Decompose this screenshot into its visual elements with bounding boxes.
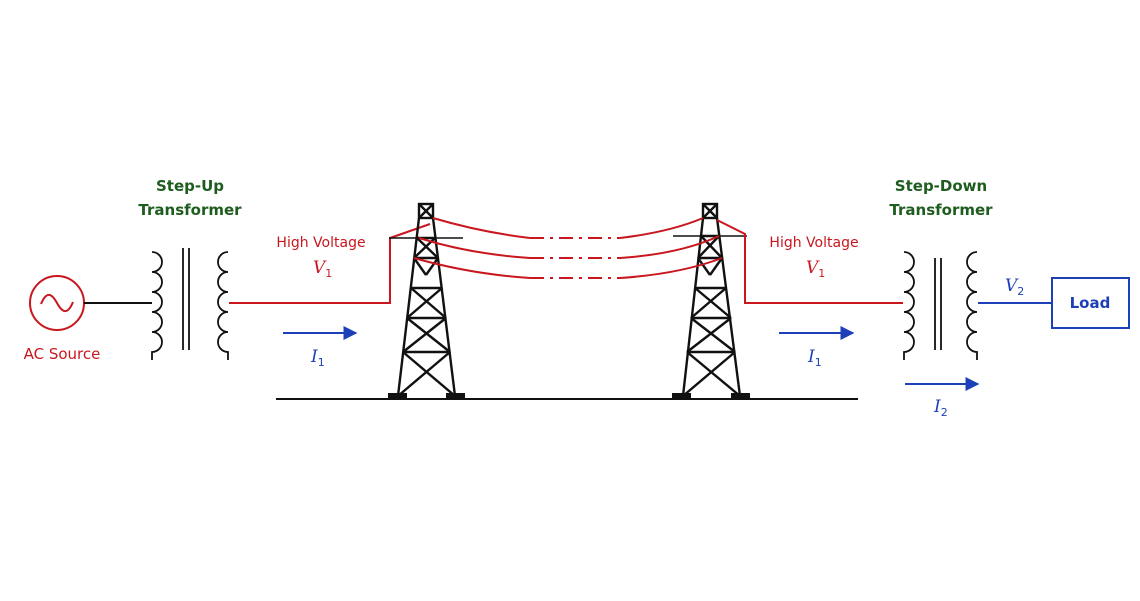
i1-label-right: I1 xyxy=(807,347,822,369)
load-label: Load xyxy=(1070,294,1111,312)
tower-foot-left-a xyxy=(388,393,407,400)
ac-source-label: AC Source xyxy=(24,345,101,363)
v2-label: V2 xyxy=(1005,276,1024,298)
step-up-transformer-coil-icon xyxy=(151,248,229,360)
tower-foot-right-b xyxy=(731,393,750,400)
step-up-label-line2: Transformer xyxy=(138,201,242,219)
transmission-tower-icon-left xyxy=(389,202,463,397)
i2-label: I2 xyxy=(933,397,948,419)
v1-label-right: V1 xyxy=(806,258,825,280)
high-voltage-line-left xyxy=(229,223,431,304)
step-up-label-line1: Step-Up xyxy=(156,177,224,195)
high-voltage-label-left: High Voltage xyxy=(276,235,365,251)
high-voltage-line-right xyxy=(716,219,903,304)
i1-label-left: I1 xyxy=(310,347,325,369)
transmission-conductors xyxy=(413,217,723,279)
transmission-tower-icon-right xyxy=(673,202,747,397)
tower-foot-right-a xyxy=(672,393,691,400)
step-down-label-line2: Transformer xyxy=(889,201,993,219)
load-box xyxy=(1051,277,1130,329)
step-down-label-line1: Step-Down xyxy=(895,177,987,195)
high-voltage-label-right: High Voltage xyxy=(769,235,858,251)
step-down-transformer-coil-icon xyxy=(903,251,978,360)
tower-foot-left-b xyxy=(446,393,465,400)
v1-label-left: V1 xyxy=(313,258,332,280)
ac-source-sine-icon xyxy=(29,275,85,331)
